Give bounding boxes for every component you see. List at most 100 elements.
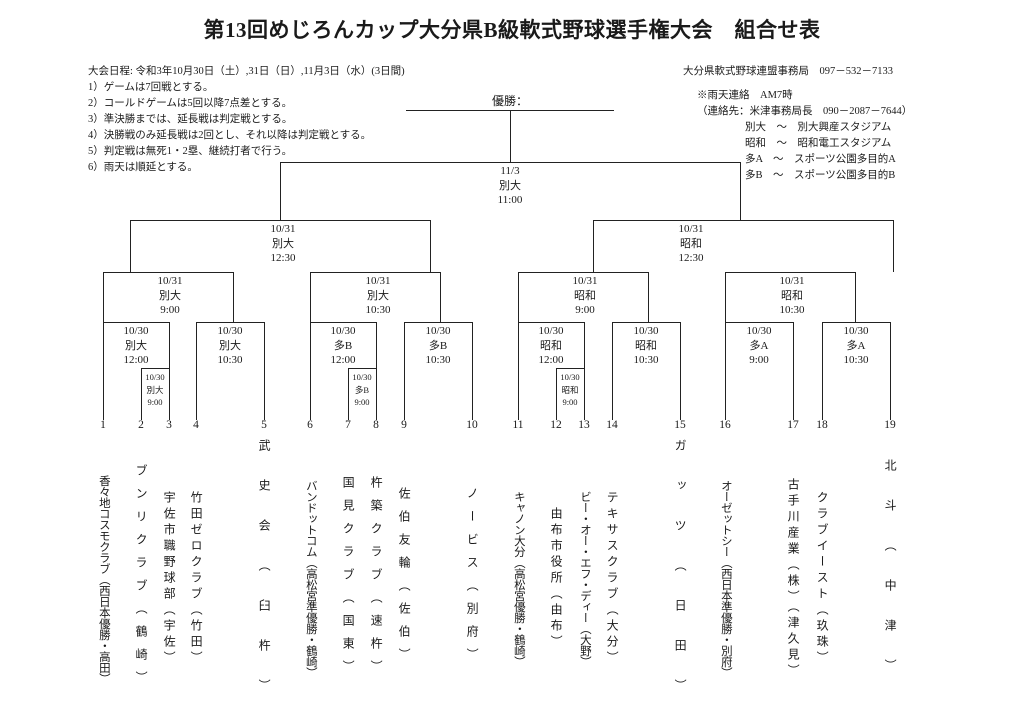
match-r1d-venue: 多B	[428, 339, 448, 352]
r1b-leg-b	[264, 322, 265, 420]
team-entry[interactable]: 12 由布市役所（由布）	[545, 419, 567, 723]
team-number: 13	[578, 419, 590, 431]
match-qf1-date: 10/31	[157, 275, 183, 287]
r1g-leg-b	[793, 322, 794, 420]
pre1-leg-b	[169, 368, 170, 420]
team-name: 香々地コスモクラブ（西日本優勝・高田）	[97, 474, 110, 684]
match-semi-l-venue: 別大	[272, 237, 294, 250]
match-r1b: 10/30 別大 10:30	[217, 324, 242, 368]
team-entry[interactable]: 14 テキサスクラブ（大分）	[601, 419, 623, 723]
team-name: テキサスクラブ（大分）	[605, 491, 620, 667]
team-number: 7	[345, 419, 351, 431]
team-entry[interactable]: 6 バンドットコム（高松宮準優勝・鶴崎）	[299, 419, 321, 723]
team-entry[interactable]: 11 キャノン大分（高松宮優勝・鶴崎）	[507, 419, 529, 723]
match-pre3: 10/30 昭和 9:00	[560, 371, 579, 409]
match-r1b-time: 10:30	[217, 354, 243, 366]
team-name: 古手川産業（株）（津久見）	[786, 478, 801, 680]
semifinal-right-bar	[593, 220, 893, 221]
team-number: 6	[307, 419, 313, 431]
match-qf1-venue: 別大	[159, 289, 181, 302]
match-semi-l-time: 12:30	[270, 252, 296, 264]
tournament-rules: 大会日程: 令和3年10月30日（土）,31日（日）,11月3日（水）(3日間)…	[88, 64, 405, 176]
match-qf4: 10/31 昭和 10:30	[779, 274, 804, 318]
team-entry[interactable]: 17 古手川産業（株）（津久見）	[782, 419, 804, 723]
pre1-bar	[141, 368, 169, 369]
team-entry[interactable]: 8 杵築クラブ（速杵）	[365, 419, 387, 723]
team-entry[interactable]: 13 ビー・オー・エフ・ディー（大野）	[573, 419, 595, 723]
r1e-leg-b	[584, 322, 585, 368]
pre2-bar	[348, 368, 376, 369]
match-pre1-date: 10/30	[145, 372, 165, 382]
match-qf3: 10/31 昭和 9:00	[572, 274, 597, 318]
venue-legend-4: 多B 〜 スポーツ公園多目的B	[745, 170, 896, 181]
match-qf2: 10/31 別大 10:30	[365, 274, 390, 318]
team-entry[interactable]: 9 佐伯友輪（佐伯）	[393, 419, 415, 723]
match-final-venue: 別大	[499, 179, 521, 192]
match-pre2-time: 9:00	[354, 397, 370, 407]
match-qf3-time: 9:00	[575, 304, 595, 316]
match-r1g-time: 9:00	[749, 354, 769, 366]
final-bar	[280, 162, 740, 163]
match-r1e: 10/30 昭和 12:00	[538, 324, 563, 368]
rule-5: 5）判定戦は無死1・2塁、継続打者で行う。	[88, 146, 293, 157]
team-name: バンドットコム（高松宮準優勝・鶴崎）	[304, 480, 317, 678]
match-pre1: 10/30 別大 9:00	[145, 371, 164, 409]
rule-3: 3）準決勝までは、延長戦は判定戦とする。	[88, 114, 293, 125]
r1f-leg-a	[612, 322, 613, 420]
r1g-bar	[725, 322, 793, 323]
team-number: 19	[884, 419, 896, 431]
rain-notice: ※雨天連絡 AM7時	[697, 90, 793, 101]
r1c-leg-b	[376, 322, 377, 368]
match-semifinal-right: 10/31 昭和 12:30	[678, 222, 703, 266]
team-entry[interactable]: 10 ノービス（別府）	[461, 419, 483, 723]
qf1-leg-b	[233, 272, 234, 322]
match-final-date: 11/3	[500, 165, 520, 177]
match-r1f: 10/30 昭和 10:30	[633, 324, 658, 368]
pre3-leg-a	[556, 368, 557, 420]
team-entry[interactable]: 16 オーゼットシー（西日本準優勝・別府）	[714, 419, 736, 723]
team-entry[interactable]: 3 宇佐市職野球部（宇佐）	[158, 419, 180, 723]
qf3-leg-b	[648, 272, 649, 322]
schedule-line: 大会日程: 令和3年10月30日（土）,31日（日）,11月3日（水）(3日間)	[88, 66, 405, 77]
semifinal-right-leg-b	[893, 220, 894, 272]
match-pre2-date: 10/30	[352, 372, 372, 382]
match-r1h-venue: 多A	[846, 339, 866, 352]
team-name: 武史会（臼杵）	[257, 439, 272, 719]
match-semi-l-date: 10/31	[270, 223, 296, 235]
match-r1d-date: 10/30	[425, 325, 451, 337]
r1a-bar	[103, 322, 169, 323]
team-entry[interactable]: 2 ブンリクラブ（鶴崎）	[130, 419, 152, 723]
team-entry[interactable]: 18 クラブイースト（玖珠）	[811, 419, 833, 723]
r1d-bar	[404, 322, 472, 323]
match-qf2-time: 10:30	[365, 304, 391, 316]
team-name: 佐伯友輪（佐伯）	[397, 487, 412, 671]
team-number: 1	[100, 419, 106, 431]
team-entry[interactable]: 5 武史会（臼杵）	[253, 419, 275, 723]
r1a-leg-a	[103, 322, 104, 420]
team-number: 17	[787, 419, 799, 431]
team-entry[interactable]: 7 国見クラブ（国東）	[337, 419, 359, 723]
qf2-leg-a	[310, 272, 311, 322]
match-r1c-venue: 多B	[333, 339, 353, 352]
champion-label: 優勝：	[491, 94, 529, 108]
qf3-leg-a	[518, 272, 519, 322]
match-r1h-time: 10:30	[843, 354, 869, 366]
r1f-bar	[612, 322, 680, 323]
match-r1e-venue: 昭和	[540, 339, 562, 352]
match-pre2-venue: 多B	[354, 384, 370, 395]
match-r1g-venue: 多A	[749, 339, 769, 352]
match-qf2-date: 10/31	[365, 275, 391, 287]
r1e-bar	[518, 322, 584, 323]
team-entry[interactable]: 19 北斗（中津）	[879, 419, 901, 723]
team-entry[interactable]: 15 ガッツ（日田）	[669, 419, 691, 723]
qf2-bar	[310, 272, 440, 273]
federation-office: 大分県軟式野球連盟事務局 097－532－7133	[683, 66, 893, 77]
team-entry[interactable]: 4 竹田ゼロクラブ（竹田）	[185, 419, 207, 723]
match-r1g: 10/30 多A 9:00	[746, 324, 771, 368]
team-name: 竹田ゼロクラブ（竹田）	[189, 491, 204, 667]
r1c-bar	[310, 322, 376, 323]
team-entry[interactable]: 1 香々地コスモクラブ（西日本優勝・高田）	[92, 419, 114, 723]
match-r1a-date: 10/30	[123, 325, 149, 337]
team-number: 14	[606, 419, 618, 431]
